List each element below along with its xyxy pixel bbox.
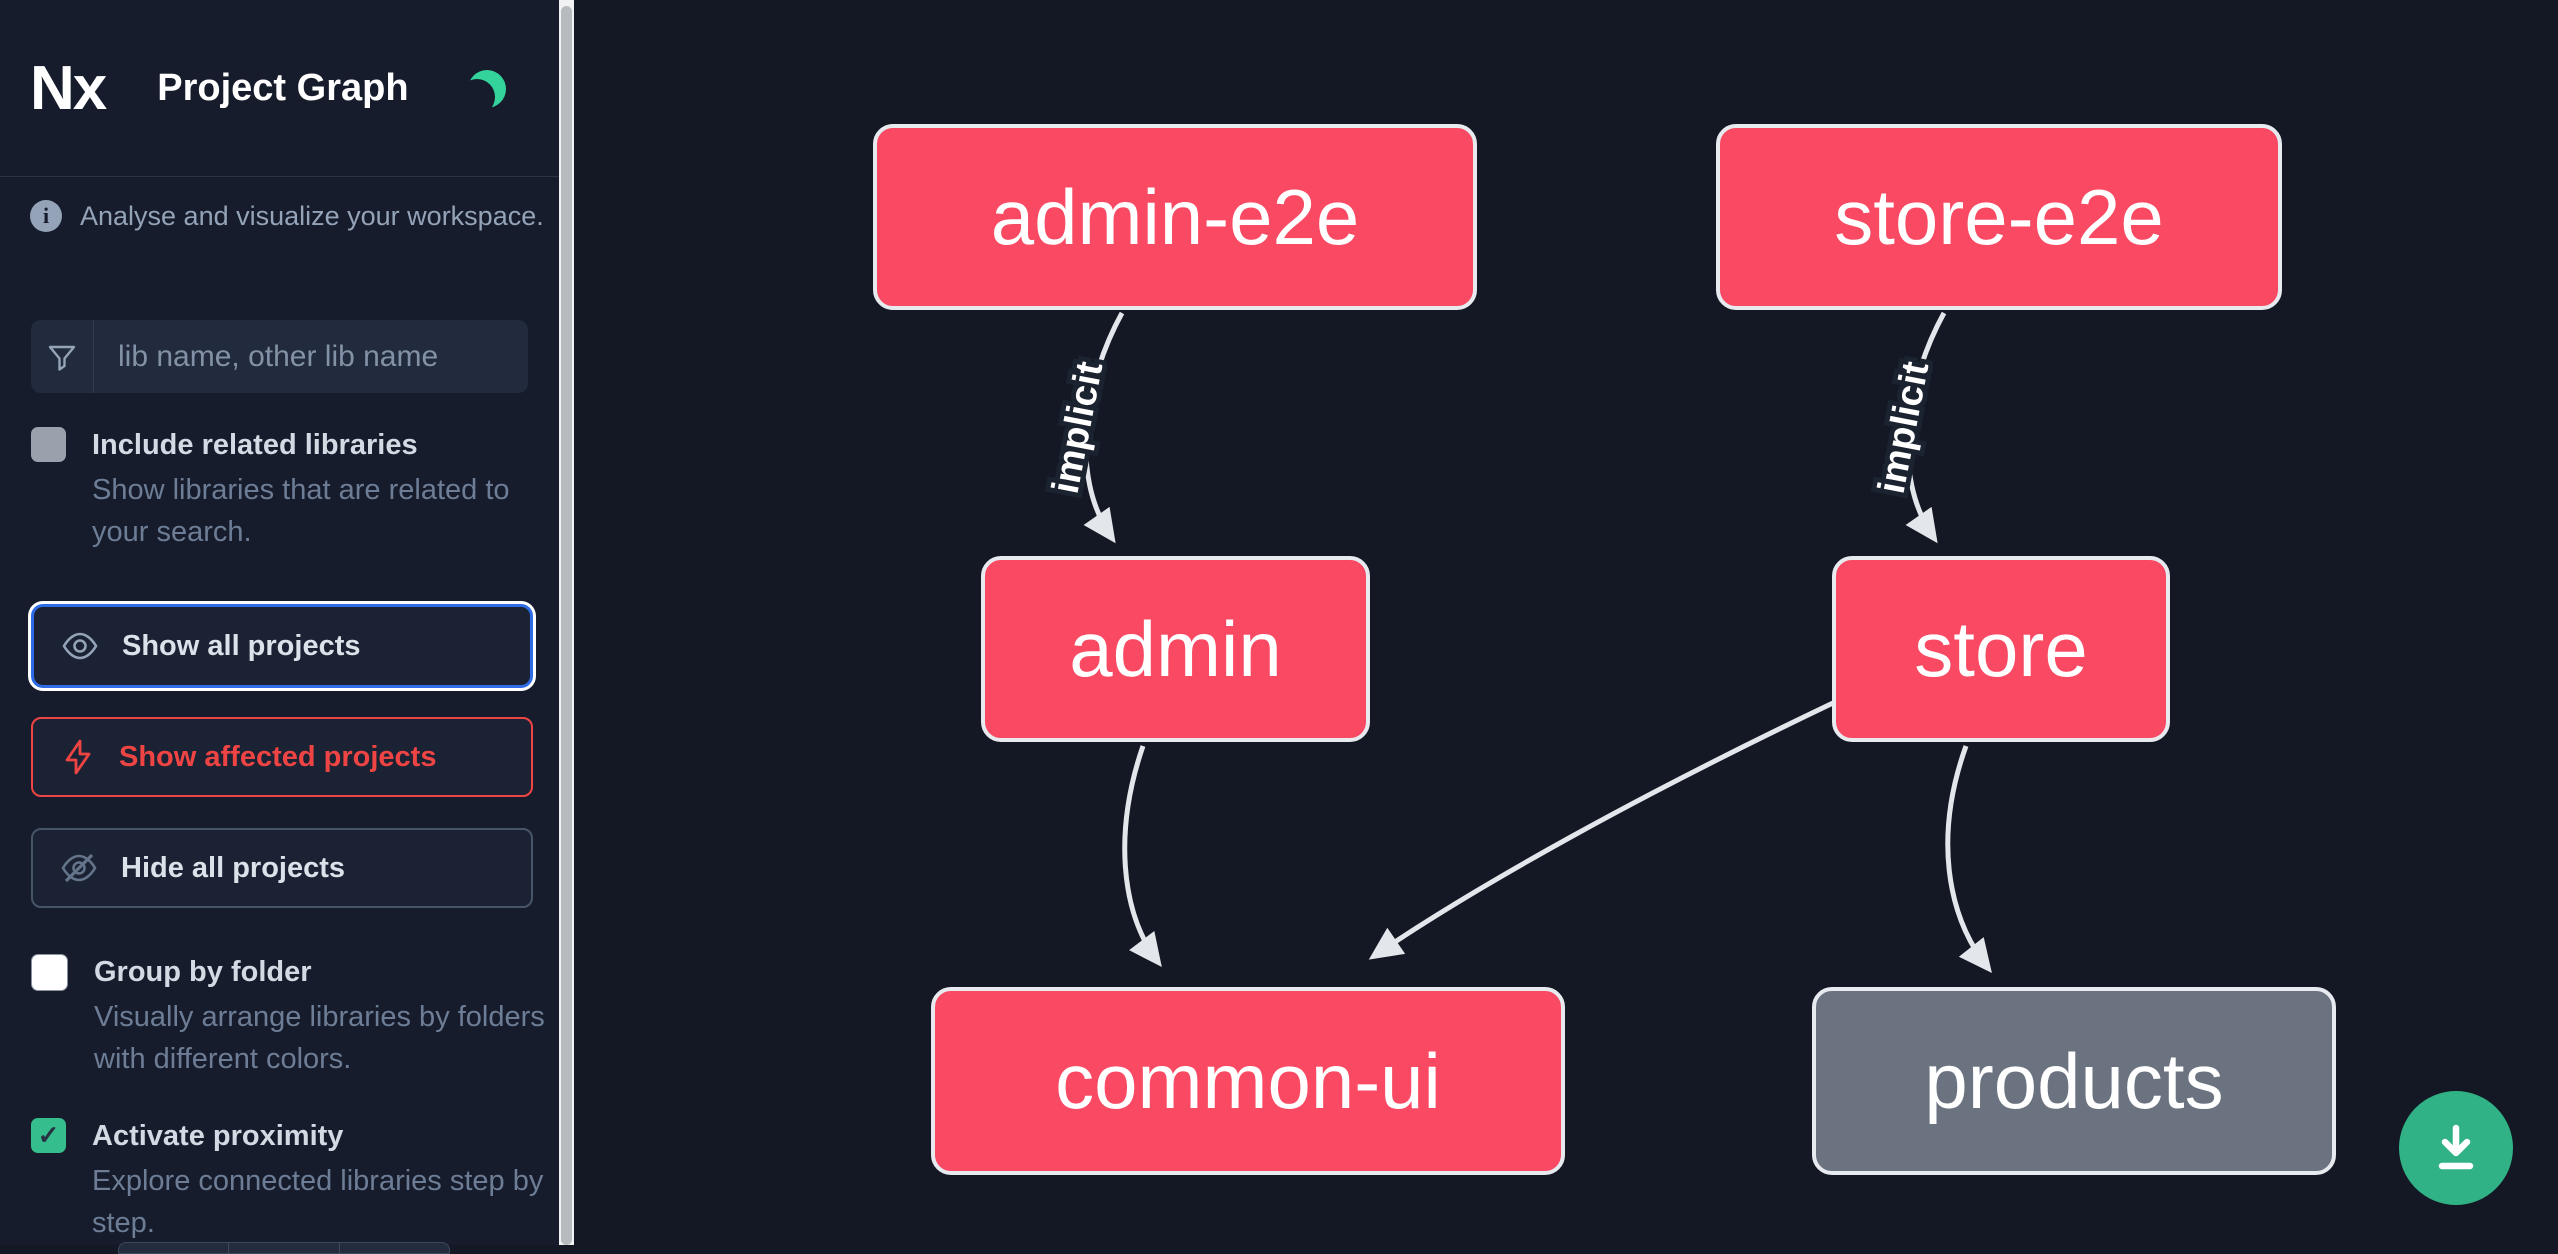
- project-node-store[interactable]: store: [1832, 556, 2170, 742]
- project-node-common-ui[interactable]: common-ui: [931, 987, 1565, 1175]
- edge-store-products: [1945, 745, 1992, 973]
- eye-icon: [62, 632, 98, 660]
- include-related-checkbox[interactable]: [31, 427, 66, 462]
- workspace-tagline-row: i Analyse and visualize your workspace.: [30, 200, 544, 232]
- edge-admin-e2e-admin: [1083, 311, 1125, 544]
- show-all-projects-label: Show all projects: [122, 629, 361, 662]
- filter-funnel-icon: [31, 320, 94, 393]
- activate-proximity-setting: ✓ Activate proximity Explore connected l…: [31, 1116, 552, 1244]
- include-related-label: Include related libraries: [92, 429, 418, 461]
- edge-store-e2e-store: [1905, 311, 1947, 544]
- info-icon: i: [30, 200, 62, 232]
- dark-mode-toggle-moon-icon[interactable]: [468, 70, 506, 108]
- group-by-folder-label: Group by folder: [94, 956, 312, 988]
- include-related-description: Show libraries that are related to your …: [92, 474, 510, 548]
- sidebar-header: Nx Project Graph: [0, 0, 559, 177]
- activate-proximity-description: Explore connected libraries step by step…: [92, 1165, 544, 1239]
- sidebar-scrollbar[interactable]: [559, 0, 574, 1245]
- project-node-store-e2e[interactable]: store-e2e: [1716, 124, 2282, 310]
- project-node-products[interactable]: products: [1812, 987, 2336, 1175]
- group-by-folder-checkbox[interactable]: [31, 954, 68, 991]
- group-by-folder-setting: Group by folder Visually arrange librari…: [31, 952, 554, 1080]
- project-node-admin[interactable]: admin: [981, 556, 1370, 742]
- sidebar-scrollbar-thumb[interactable]: [561, 6, 572, 1245]
- edge-label-implicit: implicit: [1045, 358, 1112, 497]
- group-by-folder-description: Visually arrange libraries by folders wi…: [94, 1001, 545, 1075]
- graph-canvas[interactable]: implicit implicit admin-e2e store-e2e ad…: [574, 0, 2558, 1245]
- edge-store-common-ui: [1368, 700, 1835, 960]
- activate-proximity-checkbox[interactable]: ✓: [31, 1118, 66, 1153]
- nx-logo: Nx: [30, 53, 107, 123]
- download-image-button[interactable]: [2399, 1091, 2513, 1205]
- show-all-projects-button[interactable]: Show all projects: [31, 604, 533, 688]
- show-affected-projects-label: Show affected projects: [119, 740, 437, 773]
- hide-all-projects-button[interactable]: Hide all projects: [31, 828, 533, 908]
- edge-label-implicit: implicit: [1871, 358, 1938, 497]
- page-title: Project Graph: [157, 66, 409, 109]
- project-filter-field: [31, 320, 528, 393]
- include-related-setting: Include related libraries Show libraries…: [31, 425, 552, 553]
- sidebar: Nx Project Graph i Analyse and visualize…: [0, 0, 559, 1254]
- filter-input[interactable]: [94, 320, 528, 393]
- proximity-depth-control-partial[interactable]: [118, 1242, 450, 1254]
- activate-proximity-label: Activate proximity: [92, 1120, 344, 1152]
- show-affected-projects-button[interactable]: Show affected projects: [31, 717, 533, 797]
- eye-off-icon: [61, 853, 97, 883]
- download-icon: [2438, 1124, 2474, 1170]
- project-node-admin-e2e[interactable]: admin-e2e: [873, 124, 1477, 310]
- workspace-tagline: Analyse and visualize your workspace.: [80, 200, 544, 231]
- edge-admin-common-ui: [1122, 745, 1162, 968]
- hide-all-projects-label: Hide all projects: [121, 851, 346, 884]
- lightning-bolt-icon: [65, 739, 91, 775]
